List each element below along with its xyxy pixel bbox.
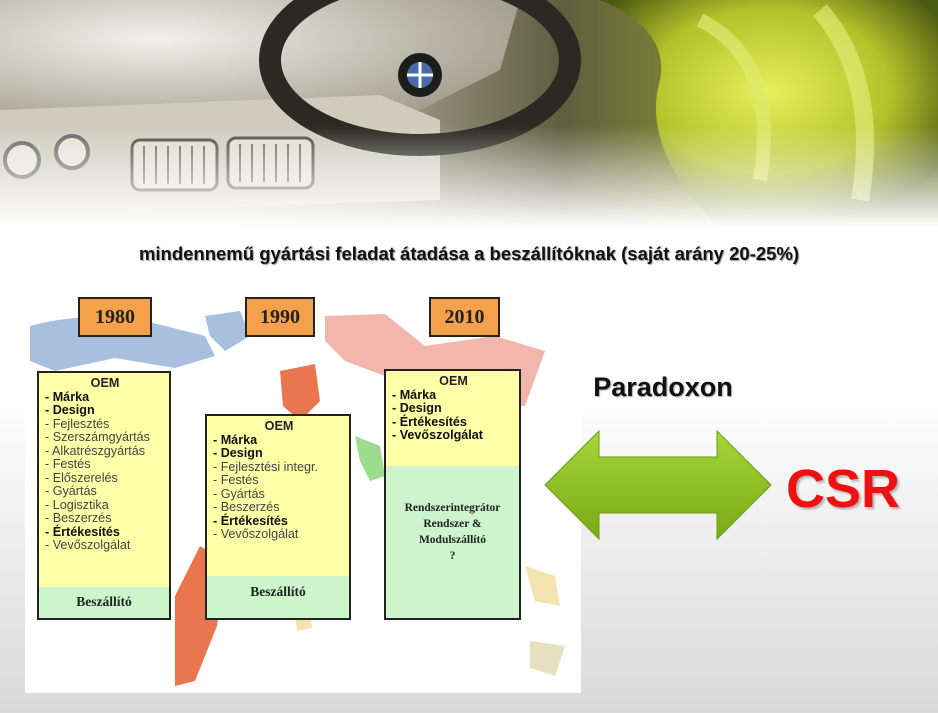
supplier-box-1990: Beszállító <box>207 576 349 618</box>
oem-item: - Értékesítés <box>392 414 467 429</box>
oem-item: - Vevőszolgálat <box>213 527 299 541</box>
double-arrow-icon <box>544 429 772 541</box>
oem-item: - Vevőszolgálat <box>45 538 131 552</box>
oem-title: OEM <box>264 419 294 433</box>
stack-1980: OEM - Márka- Design- Fejlesztés- Szerszá… <box>37 371 171 620</box>
oem-item: - Értékesítés <box>213 513 288 528</box>
oem-item: - Értékesítés <box>45 524 120 539</box>
paradox-label: Paradoxon <box>593 372 733 402</box>
oem-item: - Design <box>392 401 442 415</box>
oem-box-2010: OEM - Márka- Design- Értékesítés- Vevősz… <box>386 371 519 468</box>
oem-item: - Márka <box>213 432 258 447</box>
oem-item: - Festés <box>213 473 259 487</box>
csr-label: CSR <box>786 459 901 519</box>
oem-box-1990: OEM - Márka- Design- Fejlesztési integr.… <box>207 416 349 578</box>
supplier-box-1980: Beszállító <box>39 587 169 618</box>
slide-subtitle: mindennemű gyártási feladat átadása a be… <box>138 243 800 264</box>
oem-item: - Gyártás <box>45 484 97 498</box>
oem-item: - Festés <box>45 457 91 471</box>
oem-title: OEM <box>439 374 468 388</box>
integrator-line: Rendszer & <box>423 518 482 530</box>
system-integrator-box-2010: Rendszerintegrátor Rendszer & Modulszáll… <box>386 466 519 618</box>
oem-item: - Beszerzés <box>213 500 280 514</box>
oem-item: - Design <box>45 403 95 417</box>
year-label-2010: 2010 <box>429 297 500 337</box>
oem-box-1980: OEM - Márka- Design- Fejlesztés- Szerszá… <box>39 373 169 589</box>
oem-item: - Márka <box>392 387 437 402</box>
oem-title: OEM <box>90 376 120 390</box>
oem-item: - Design <box>213 446 263 460</box>
integrator-line: Modulszállító <box>418 534 487 546</box>
oem-item: - Logisztika <box>45 497 109 512</box>
stack-2010: OEM - Márka- Design- Értékesítés- Vevősz… <box>384 369 521 620</box>
year-label-1990: 1990 <box>245 297 315 337</box>
car-interior-banner <box>0 0 938 228</box>
integrator-line: ? <box>449 550 456 562</box>
oem-item: - Gyártás <box>213 486 265 501</box>
stack-1990: OEM - Márka- Design- Fejlesztési integr.… <box>205 414 351 620</box>
integrator-line: Rendszerintegrátor <box>404 502 501 514</box>
oem-item: - Fejlesztési integr. <box>213 459 318 474</box>
oem-item: - Márka <box>45 389 90 404</box>
oem-item: - Szerszámgyártás <box>45 430 150 444</box>
oem-item: - Alkatrészgyártás <box>45 443 146 458</box>
car-interior-image <box>0 0 938 228</box>
oem-item: - Beszerzés <box>45 511 112 525</box>
oem-item: - Vevőszolgálat <box>392 428 483 442</box>
oem-item: - Fejlesztés <box>45 416 110 431</box>
year-label-1980: 1980 <box>78 297 152 337</box>
oem-item: - Előszerelés <box>45 470 118 485</box>
